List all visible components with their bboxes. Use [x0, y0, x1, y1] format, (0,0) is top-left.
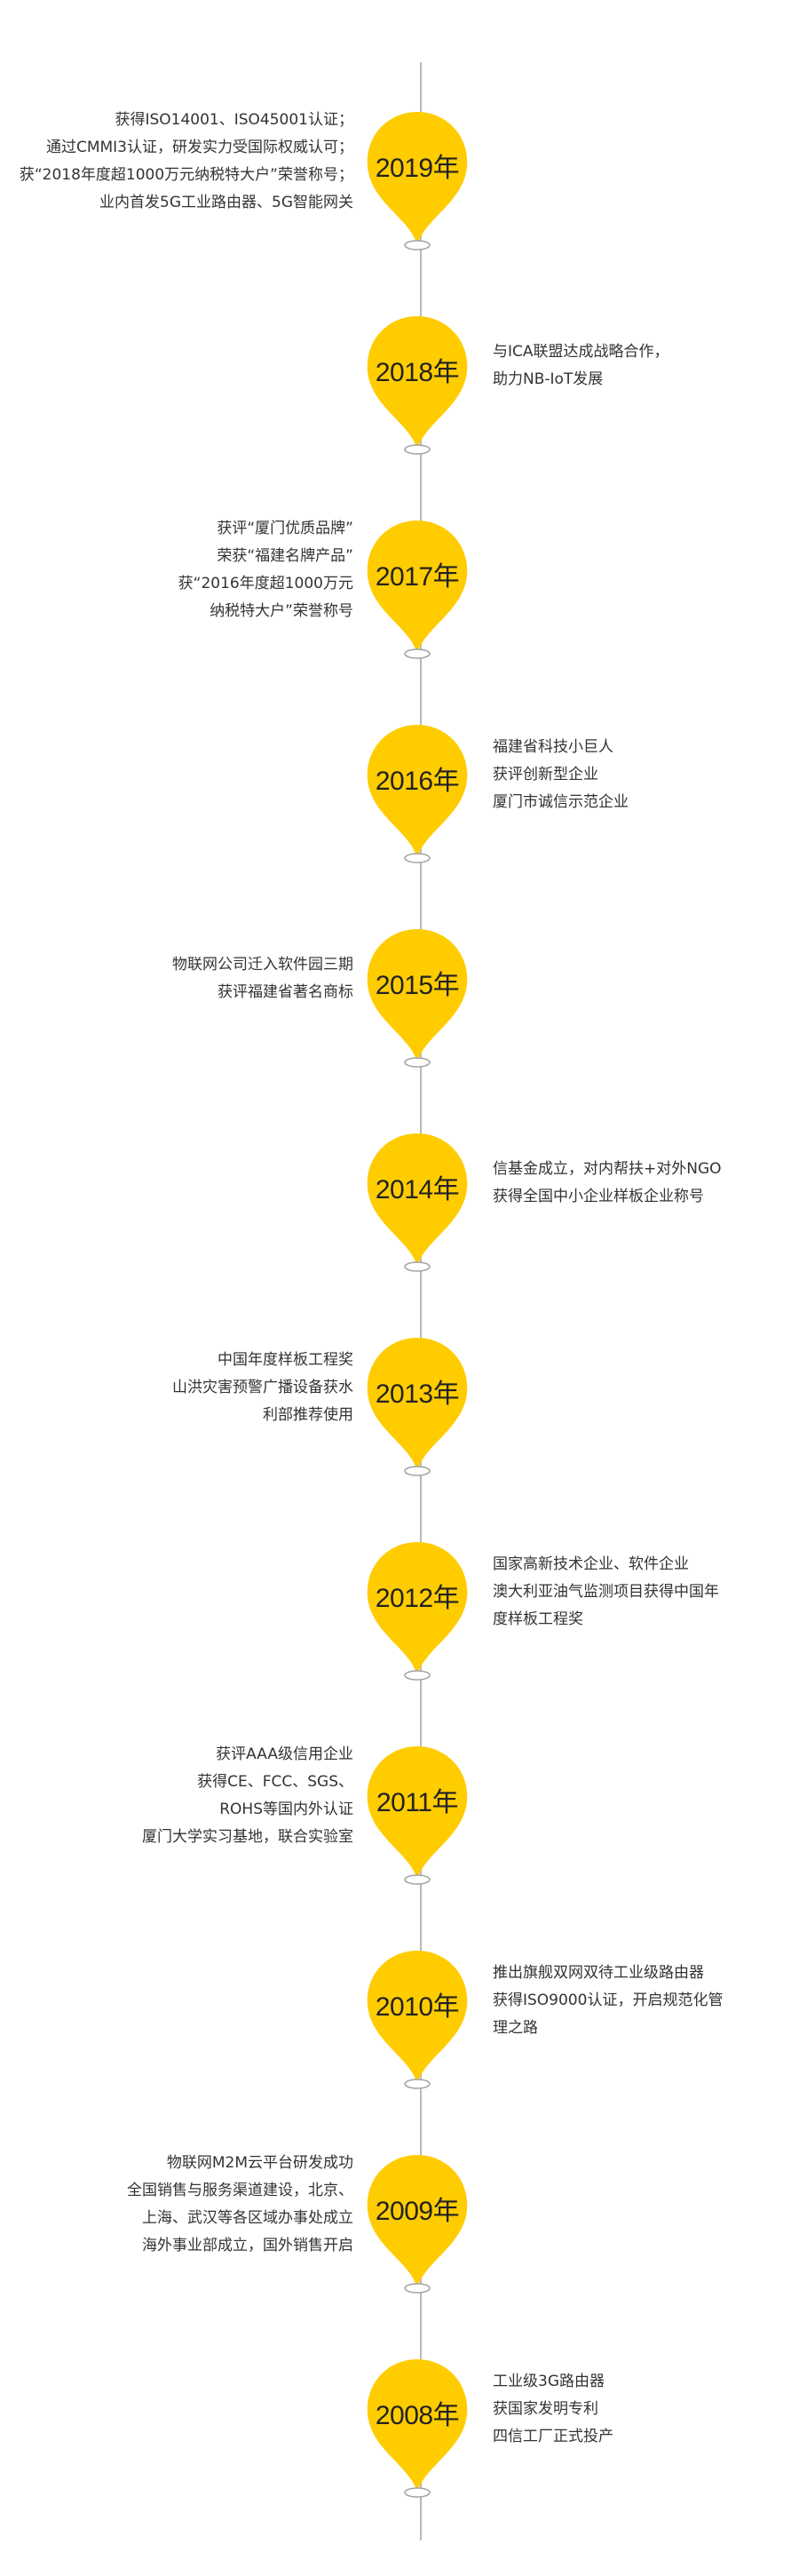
- milestone-description: 获评“厦门优质品牌” 荣获“福建名牌产品” 获“2016年度超1000万元纳税特大户…: [178, 515, 353, 625]
- milestone-description: 中国年度样板工程奖山洪灾害预警广播设备获水利部推荐使用: [172, 1347, 353, 1429]
- milestone-line: 工业级3G路由器: [493, 2372, 605, 2390]
- milestone-line: 信基金成立，对内帮扶+对外NGO: [493, 1160, 722, 1178]
- year-label: 2017年: [375, 562, 460, 592]
- milestone-line: 山洪灾害预警广播设备获水: [172, 1378, 353, 1396]
- milestone-description: 获评AAA级信用企业获得CE、FCC、SGS、 ROHS等国内外认证厦门大学实习基…: [142, 1741, 353, 1851]
- map-pin-icon: [364, 1334, 471, 1478]
- milestone-line: 业内首发5G工业路由器、5G智能网关: [99, 194, 353, 211]
- timeline-entry: 2010年 推出旗舰双网双待工业级路由器获得ISO9000认证，开启规范化管理之路: [0, 1947, 799, 2125]
- milestone-line: 上海、武汉等各区域办事处成立: [142, 2209, 353, 2227]
- milestone-line: 福建省科技小巨人: [493, 737, 613, 756]
- milestone-line: 获得ISO9000认证，开启规范化管: [493, 1991, 724, 2009]
- timeline-entry: 2016年 福建省科技小巨人获评创新型企业厦门市诚信示范企业: [0, 721, 799, 899]
- year-label: 2014年: [375, 1175, 460, 1205]
- timeline-entry: 2013年中国年度样板工程奖山洪灾害预警广播设备获水利部推荐使用: [0, 1334, 799, 1512]
- map-pin-icon: [364, 1743, 471, 1887]
- year-label: 2015年: [375, 971, 460, 1000]
- map-pin-icon: [364, 1947, 471, 2091]
- milestone-line: 荣获“福建名牌产品”: [217, 547, 353, 565]
- milestone-line: 获得CE、FCC、SGS、: [197, 1773, 353, 1791]
- milestone-line: 推出旗舰双网双待工业级路由器: [493, 1963, 704, 1982]
- milestone-line: 理之路: [493, 2018, 538, 2037]
- year-label: 2018年: [375, 358, 460, 387]
- milestone-line: 度样板工程奖: [493, 1610, 583, 1628]
- milestone-line: 获评福建省著名商标: [218, 983, 353, 1001]
- milestone-description: 物联网公司迁入软件园三期获评福建省著名商标: [172, 951, 353, 1006]
- map-pin-icon: [364, 2356, 471, 2500]
- milestone-line: 获“2016年度超1000万元: [178, 575, 353, 592]
- milestone-line: 获得ISO14001、ISO45001认证；: [115, 111, 353, 129]
- map-pin-icon: [364, 1538, 471, 1682]
- year-label: 2009年: [375, 2197, 460, 2226]
- milestone-description: 福建省科技小巨人获评创新型企业厦门市诚信示范企业: [493, 734, 629, 816]
- milestone-line: 通过CMMI3认证，研发实力受国际权威认可；: [45, 139, 353, 156]
- timeline-entry: 2014年 信基金成立，对内帮扶+对外NGO 获得全国中小企业样板企业称号: [0, 1130, 799, 1308]
- milestone-line: 厦门市诚信示范企业: [493, 792, 629, 811]
- milestone-description: 工业级3G路由器获国家发明专利四信工厂正式投产: [493, 2368, 613, 2451]
- milestone-line: 中国年度样板工程奖: [218, 1350, 353, 1369]
- map-pin-icon: [364, 2151, 471, 2295]
- milestone-line: 利部推荐使用: [263, 1405, 353, 1424]
- milestone-line: 获评AAA级信用企业: [216, 1745, 353, 1763]
- milestone-line: 厦门大学实习基地，联合实验室: [142, 1828, 353, 1846]
- year-label: 2011年: [376, 1788, 459, 1817]
- milestone-line: 物联网M2M云平台研发成功: [166, 2154, 353, 2172]
- map-pin-icon: [364, 926, 471, 1069]
- map-pin-icon: [364, 1130, 471, 1274]
- timeline-entry: 2017年 获评“厦门优质品牌” 荣获“福建名牌产品” 获“2016年度超1000万元…: [0, 517, 799, 695]
- milestone-line: 全国销售与服务渠道建设，北京、: [127, 2182, 353, 2199]
- timeline-entry: 2012年 国家高新技术企业、软件企业澳大利亚油气监测项目获得中国年度样板工程奖: [0, 1538, 799, 1716]
- timeline-entry: 2019年 获得ISO14001、ISO45001认证； 通过CMMI3认证，研发实…: [0, 108, 799, 286]
- milestone-description: 信基金成立，对内帮扶+对外NGO 获得全国中小企业样板企业称号: [493, 1156, 722, 1211]
- timeline-entry: 2018年 与ICA联盟达成战略合作， 助力NB-IoT发展: [0, 313, 799, 490]
- map-pin-icon: [364, 108, 471, 252]
- timeline-entry: 2009年物联网M2M云平台研发成功全国销售与服务渠道建设，北京、上海、武汉等各…: [0, 2151, 799, 2329]
- year-label: 2013年: [375, 1379, 460, 1409]
- year-label: 2012年: [375, 1584, 460, 1613]
- milestone-line: 获“2018年度超1000万元纳税特大户”荣誉称号；: [19, 166, 353, 184]
- map-pin-icon: [364, 517, 471, 661]
- milestone-line: 助力NB-IoT发展: [493, 370, 604, 388]
- milestone-description: 国家高新技术企业、软件企业澳大利亚油气监测项目获得中国年度样板工程奖: [493, 1551, 719, 1634]
- milestone-line: ROHS等国内外认证: [219, 1801, 353, 1818]
- milestone-description: 与ICA联盟达成战略合作， 助力NB-IoT发展: [493, 338, 669, 394]
- milestone-line: 获评“厦门优质品牌”: [217, 520, 353, 537]
- milestone-line: 物联网公司迁入软件园三期: [172, 956, 353, 974]
- map-pin-icon: [364, 721, 471, 865]
- milestone-line: 国家高新技术企业、软件企业: [493, 1554, 689, 1573]
- year-label: 2016年: [375, 767, 460, 796]
- milestone-description: 物联网M2M云平台研发成功全国销售与服务渠道建设，北京、上海、武汉等各区域办事处…: [127, 2150, 353, 2260]
- year-label: 2019年: [375, 154, 460, 183]
- year-label: 2008年: [375, 2401, 460, 2430]
- milestone-line: 四信工厂正式投产: [493, 2427, 613, 2445]
- timeline-entry: 2011年 获评AAA级信用企业获得CE、FCC、SGS、 ROHS等国内外认证厦门…: [0, 1743, 799, 1920]
- timeline-entry: 2008年 工业级3G路由器获国家发明专利四信工厂正式投产: [0, 2356, 799, 2533]
- timeline-axis: [420, 62, 422, 2540]
- milestone-description: 获得ISO14001、ISO45001认证； 通过CMMI3认证，研发实力受国际权…: [20, 107, 353, 217]
- milestone-line: 获得全国中小企业样板企业称号: [493, 1188, 704, 1205]
- milestone-line: 获国家发明专利: [493, 2399, 598, 2418]
- milestone-description: 推出旗舰双网双待工业级路由器获得ISO9000认证，开启规范化管理之路: [493, 1960, 723, 2042]
- map-pin-icon: [364, 313, 471, 457]
- milestone-line: 与ICA联盟达成战略合作，: [493, 343, 669, 361]
- milestone-line: 澳大利亚油气监测项目获得中国年: [493, 1582, 719, 1601]
- timeline-entry: 2015年物联网公司迁入软件园三期获评福建省著名商标: [0, 926, 799, 1103]
- milestone-line: 获评创新型企业: [493, 765, 598, 783]
- milestone-line: 海外事业部成立，国外销售开启: [142, 2237, 353, 2254]
- year-label: 2010年: [375, 1992, 460, 2022]
- milestone-line: 纳税特大户”荣誉称号: [210, 602, 353, 620]
